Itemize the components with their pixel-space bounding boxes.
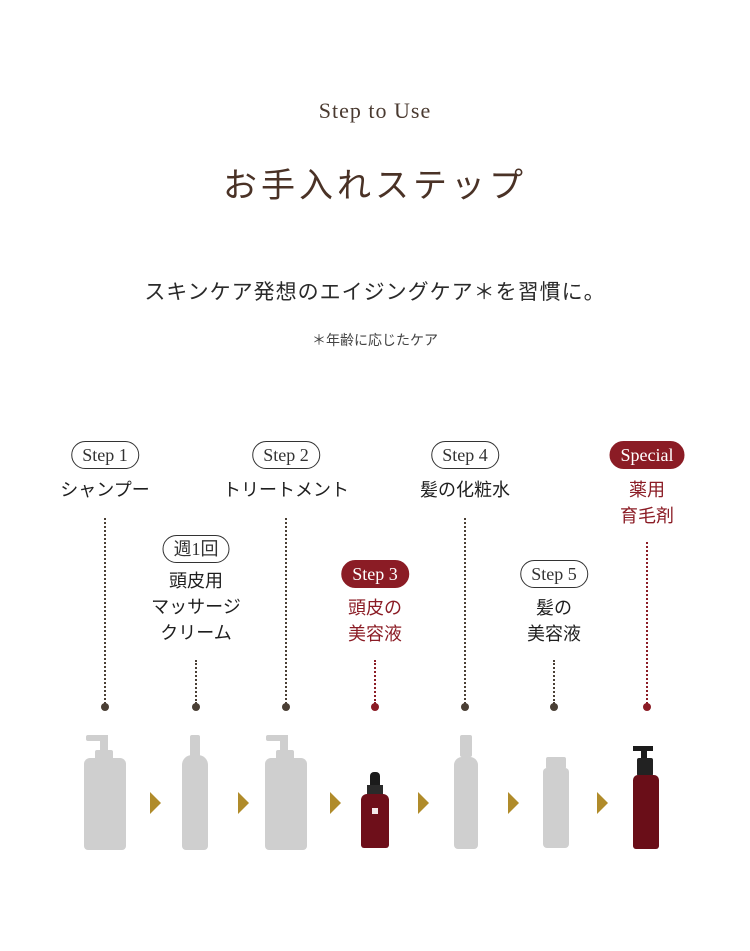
section-eyebrow: Step to Use: [318, 98, 432, 123]
special-label: 薬用 育毛剤: [620, 478, 674, 530]
flow-arrow-6-icon: [591, 792, 608, 814]
step5-badge: Step 5: [520, 560, 588, 588]
step3-dot: [371, 703, 379, 711]
flow-arrow-1-icon: [144, 792, 161, 814]
flow-arrow-4-icon: [412, 792, 429, 814]
step3-badge: Step 3: [341, 560, 409, 588]
special-badge: Special: [609, 441, 685, 469]
step1-dot: [101, 703, 109, 711]
weekly-label: 頭皮用 マッサージ クリーム: [151, 569, 241, 647]
special-connector: [646, 542, 648, 704]
step3-label: 頭皮の 美容液: [348, 596, 402, 648]
step5-label: 髪の 美容液: [527, 596, 581, 648]
weekly-connector: [195, 660, 197, 704]
flow-arrow-5-icon: [502, 792, 519, 814]
flow-arrow-2-icon: [232, 792, 249, 814]
weekly-badge: 週1回: [162, 535, 230, 563]
step4-badge: Step 4: [431, 441, 499, 469]
weekly-label-line-3: クリーム: [160, 623, 232, 644]
step3-label-line-2: 美容液: [348, 624, 402, 645]
step1-connector: [104, 518, 106, 704]
section-lead: スキンケア発想のエイジングケア＊を習慣に。: [144, 280, 606, 304]
step2-connector: [285, 518, 287, 704]
special-dot: [643, 703, 651, 711]
weekly-dot: [192, 703, 200, 711]
step2-dot: [282, 703, 290, 711]
step4-connector: [464, 518, 466, 704]
step3-connector: [374, 660, 376, 704]
step5-connector: [553, 660, 555, 704]
step3-label-line-1: 頭皮の: [348, 598, 402, 619]
weekly-label-line-2: マッサージ: [151, 597, 241, 618]
section-note: ＊年齢に応じたケア: [312, 333, 438, 349]
step5-dot: [550, 703, 558, 711]
weekly-label-line-1: 頭皮用: [168, 571, 223, 592]
step1-label: シャンプー: [60, 480, 150, 501]
step4-label: 髪の化粧水: [420, 480, 510, 501]
step4-dot: [461, 703, 469, 711]
step5-label-line-2: 美容液: [527, 624, 581, 645]
step2-label: トリートメント: [223, 480, 349, 501]
section-title: お手入れステップ: [223, 168, 527, 205]
step5-label-line-1: 髪の: [536, 598, 572, 619]
step1-badge: Step 1: [71, 441, 139, 469]
flow-arrow-3-icon: [324, 792, 341, 814]
special-label-line-2: 育毛剤: [620, 506, 674, 527]
step2-badge: Step 2: [252, 441, 320, 469]
special-label-line-1: 薬用: [629, 480, 665, 501]
